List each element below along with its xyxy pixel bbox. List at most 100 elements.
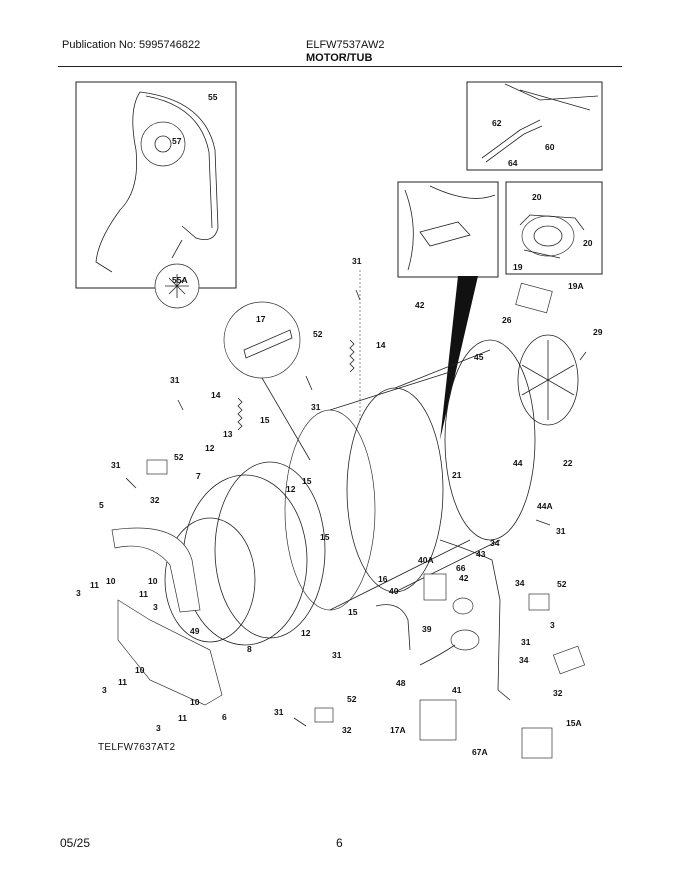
drain-pump (419, 699, 457, 741)
model-number: ELFW7537AW2 (306, 39, 385, 51)
callout-31-bottom: 31 (332, 650, 342, 660)
callout-20-top: 20 (532, 192, 542, 202)
motor-body (521, 215, 575, 257)
callout-49: 49 (190, 626, 200, 636)
callout-12-top: 12 (205, 443, 215, 453)
callout-21: 21 (452, 470, 462, 480)
callout-15-mid: 15 (302, 476, 312, 486)
callout-52-top: 52 (313, 329, 323, 339)
bellows-hose (375, 604, 411, 651)
callout-42-lower: 42 (459, 573, 469, 583)
callout-34-mid: 34 (515, 578, 525, 588)
callout-64: 64 (508, 158, 518, 168)
spring-14-left (237, 397, 243, 431)
callout-14-upper: 14 (376, 340, 386, 350)
footer-page-number: 6 (336, 836, 343, 850)
diagram-code: TELFW7637AT2 (98, 742, 176, 753)
callout-31-right: 31 (556, 526, 566, 536)
drain-hose (439, 539, 511, 701)
callout-3-b: 3 (153, 602, 158, 612)
callout-60: 60 (545, 142, 555, 152)
callout-55: 55 (208, 92, 218, 102)
footer-date: 05/25 (60, 836, 91, 850)
callout-5: 5 (99, 500, 104, 510)
pulley (517, 334, 579, 426)
screws (125, 289, 587, 727)
callout-20-right: 20 (583, 238, 593, 248)
callout-40A: 40A (418, 555, 434, 565)
callout-44A: 44A (537, 501, 553, 511)
callout-10-d: 10 (190, 697, 200, 707)
callout-62: 62 (492, 118, 502, 128)
pressure-switch (521, 727, 553, 759)
callout-41: 41 (452, 685, 462, 695)
callout-32-left: 32 (150, 495, 160, 505)
callout-34-right: 34 (490, 538, 500, 548)
callout-6: 6 (222, 712, 227, 722)
callout-31-bottom-left: 31 (274, 707, 284, 717)
tub-rear (444, 339, 536, 541)
callout-57: 57 (172, 136, 182, 146)
callout-22: 22 (563, 458, 573, 468)
heater-element (481, 119, 541, 159)
callout-52-bottom: 52 (347, 694, 357, 704)
callout-15-bottom: 15 (348, 607, 358, 617)
callout-66: 66 (456, 563, 466, 573)
callout-16: 16 (378, 574, 388, 584)
callout-42-top: 42 (415, 300, 425, 310)
callout-3-d: 3 (102, 685, 107, 695)
callout-17: 17 (256, 314, 266, 324)
hose-outline (139, 91, 219, 241)
callout-12-mid: 12 (286, 484, 296, 494)
callout-45: 45 (474, 352, 484, 362)
pointer-arrow (440, 276, 478, 440)
callout-11-c: 11 (118, 677, 127, 687)
callout-10-a: 10 (106, 576, 116, 586)
callout-15A: 15A (566, 718, 582, 728)
spring-14-upper (349, 339, 355, 373)
callout-15-top: 15 (260, 415, 270, 425)
callout-17A: 17A (390, 725, 406, 735)
counterweight-lower (117, 599, 223, 706)
callout-labels: 55 57 55A 62 60 64 20 20 19 19A 31 42 17… (76, 92, 603, 757)
callout-11-b: 11 (139, 589, 148, 599)
callout-67A: 67A (472, 747, 488, 757)
clamp-ring (164, 517, 256, 643)
callout-10-c: 10 (135, 665, 145, 675)
pump-housing (450, 629, 480, 651)
callout-48: 48 (396, 678, 406, 688)
callout-13: 13 (223, 429, 233, 439)
bracket-right (528, 593, 550, 611)
callout-44: 44 (513, 458, 523, 468)
detail-circle-57 (140, 121, 186, 167)
bracket-left (146, 459, 168, 475)
motor-control-board (515, 282, 553, 314)
callout-31-mid: 31 (311, 402, 321, 412)
hose-inset-box (75, 81, 237, 289)
filter-cartridge (423, 573, 447, 601)
counterweight-upper (111, 527, 201, 613)
callout-43: 43 (476, 549, 486, 559)
bracket-32 (552, 645, 586, 675)
callout-32-right: 32 (553, 688, 563, 698)
callout-31-far-left: 31 (111, 460, 121, 470)
callout-3-a: 3 (76, 588, 81, 598)
callout-12-bottom: 12 (301, 628, 311, 638)
section-title: MOTOR/TUB (306, 52, 373, 64)
callout-39: 39 (422, 624, 432, 634)
publication-number: Publication No: 5995746822 (62, 39, 201, 51)
callout-29: 29 (593, 327, 603, 337)
callout-15-lower: 15 (320, 532, 330, 542)
callout-8: 8 (247, 644, 252, 654)
callout-3-right: 3 (550, 620, 555, 630)
callout-26: 26 (502, 315, 512, 325)
callout-31-left: 31 (170, 375, 180, 385)
header-rule (58, 66, 622, 67)
callout-34-bottom: 34 (519, 655, 529, 665)
callout-11-a: 11 (90, 580, 99, 590)
callout-10-b: 10 (148, 576, 158, 586)
heater-inset-box (466, 81, 603, 171)
callout-31-lower-right: 31 (521, 637, 531, 647)
callout-52-left: 52 (174, 452, 184, 462)
